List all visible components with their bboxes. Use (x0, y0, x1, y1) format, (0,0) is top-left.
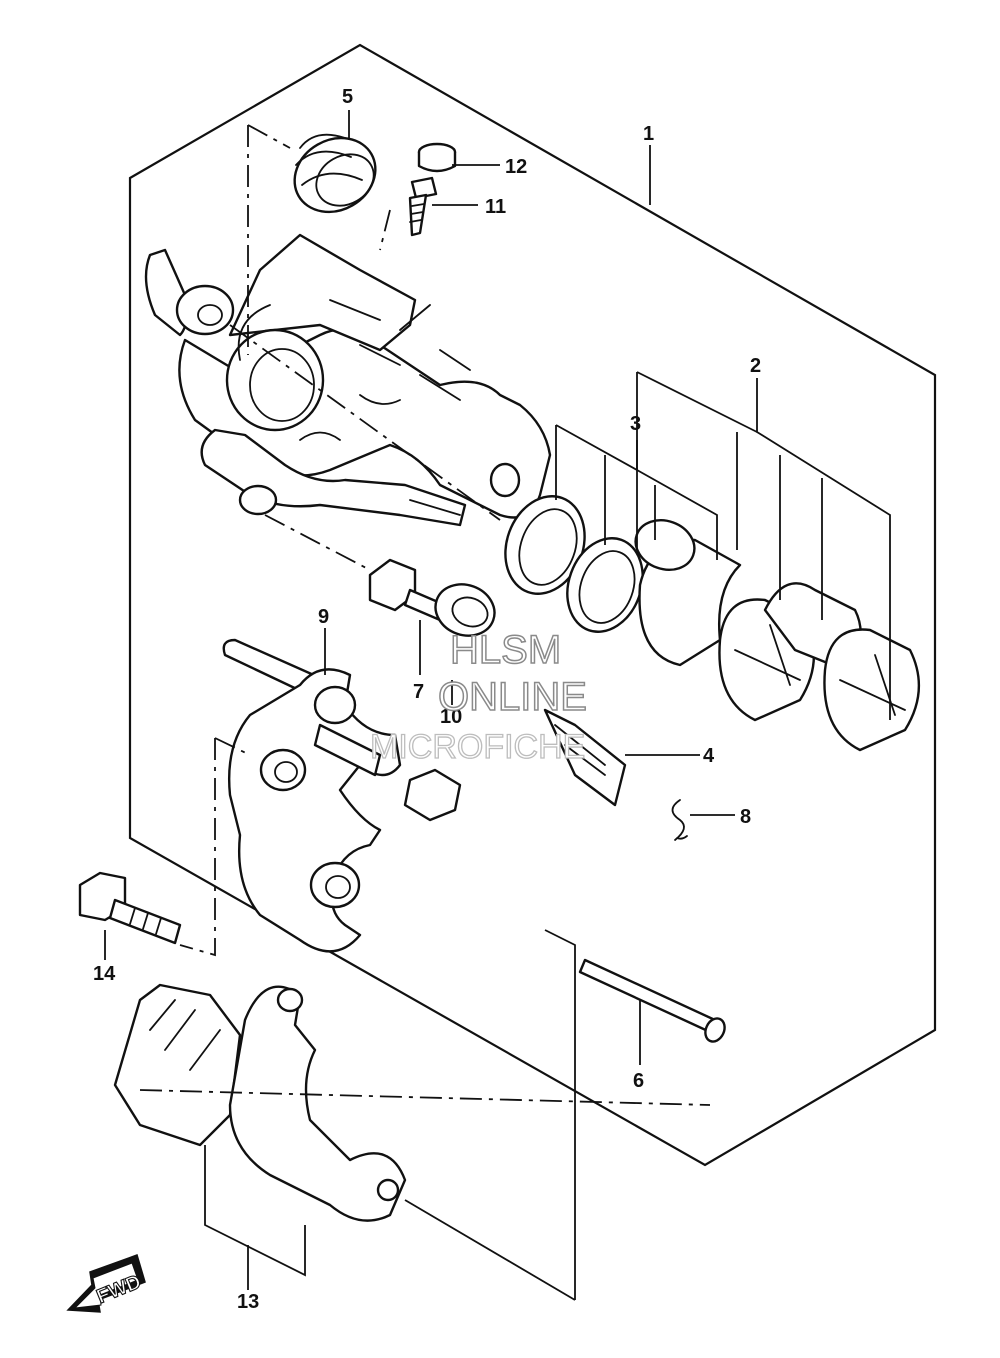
watermark-line3: MICROFICHE (370, 728, 585, 766)
part-6-pad-pin[interactable] (578, 958, 728, 1045)
part-10-pin-boot[interactable] (428, 576, 501, 644)
callout-13: 13 (237, 1291, 259, 1313)
part-5-boot[interactable] (281, 124, 389, 227)
callout-1: 1 (643, 123, 654, 145)
callout-4: 4 (703, 745, 715, 767)
callout-14: 14 (93, 963, 116, 985)
callout-12: 12 (505, 156, 527, 178)
callout-8: 8 (740, 806, 751, 828)
callout-9: 9 (318, 606, 329, 628)
callout-11: 11 (485, 196, 506, 218)
part-11-bleeder-valve[interactable] (408, 176, 438, 237)
watermark-line1: HLSM (450, 628, 561, 672)
watermark: HLSM ONLINE MICROFICHE (369, 627, 587, 766)
part-7-slide-pin[interactable] (368, 558, 447, 622)
leader-lines (104, 110, 891, 1301)
callout-2: 2 (750, 355, 761, 377)
fwd-arrow-icon: FWD (66, 1254, 146, 1313)
part-14-bolt[interactable] (78, 871, 182, 945)
pad-retainer[interactable] (403, 768, 462, 822)
callout-labels: 1 2 3 4 5 6 7 8 9 10 11 12 13 14 (93, 86, 761, 1313)
callout-3: 3 (630, 413, 641, 435)
part-13-brake-pads[interactable] (113, 983, 407, 1222)
caliper-body[interactable] (144, 233, 552, 527)
callout-7: 7 (413, 681, 424, 703)
part-2-piston[interactable] (629, 512, 920, 752)
callout-5: 5 (342, 86, 353, 108)
callout-6: 6 (633, 1070, 644, 1092)
watermark-line2: ONLINE (438, 675, 587, 719)
part-8-clip[interactable] (671, 799, 688, 841)
part-4-pad-spring[interactable] (543, 708, 627, 807)
part-9-caliper-bracket[interactable] (222, 638, 402, 953)
assembly-frame (128, 43, 937, 1167)
part-12-cap[interactable] (417, 142, 457, 173)
callout-10: 10 (440, 706, 462, 728)
part-3-piston-seal[interactable] (492, 485, 655, 642)
